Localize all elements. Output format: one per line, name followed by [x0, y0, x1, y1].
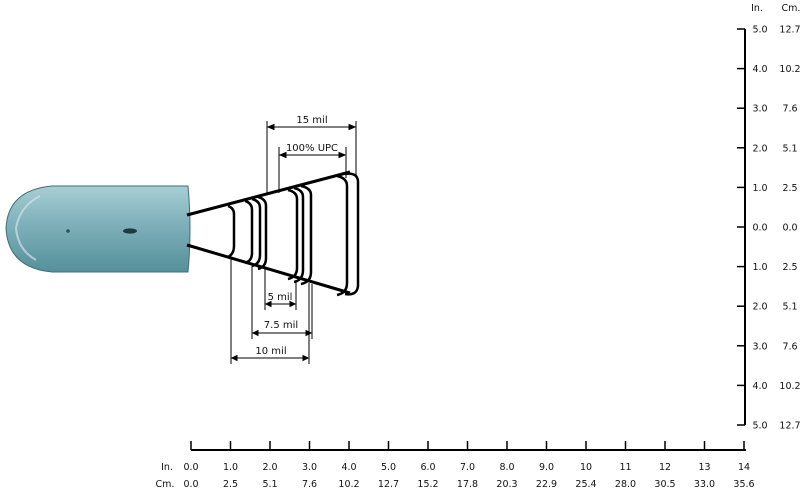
- dimension-100-upc: [278, 147, 347, 193]
- zone-curve-6: [293, 186, 305, 284]
- vertical-tick-label-in: 2.0: [752, 143, 767, 154]
- zone-curve-4: [257, 195, 268, 271]
- horizontal-tick-label-cm: 22.9: [536, 479, 557, 490]
- zone-curve-7: [300, 184, 313, 286]
- vertical-tick-label-in: 0.0: [752, 223, 767, 234]
- zone-curve-9: [344, 172, 360, 296]
- horizontal-tick-label-cm: 7.6: [302, 479, 317, 490]
- vertical-tick-label-in: 2.0: [752, 302, 767, 313]
- beam-lower-edge: [186, 243, 351, 295]
- vertical-tick-label-cm: 5.1: [782, 302, 797, 313]
- scanner-device-image: [5, 185, 191, 273]
- vertical-tick-label-cm: 12.7: [779, 421, 800, 432]
- horizontal-tick-label-in: 5.0: [381, 462, 396, 473]
- vertical-tick-label-in: 3.0: [752, 341, 767, 352]
- vertical-axis-cm-header: Cm.: [782, 3, 801, 14]
- horizontal-tick-label-in: 4.0: [341, 462, 356, 473]
- dimension-5-mil: [264, 268, 297, 310]
- vertical-tick-label-in: 5.0: [752, 421, 767, 432]
- vertical-tick-label-in: 4.0: [752, 381, 767, 392]
- label-7-5-mil: 7.5 mil: [264, 320, 298, 331]
- horizontal-axis-in-header: In.: [161, 462, 173, 473]
- horizontal-tick-label-in: 1.0: [223, 462, 238, 473]
- vertical-tick-label-cm: 12.7: [779, 25, 800, 36]
- horizontal-tick-label-cm: 28.0: [615, 479, 636, 490]
- horizontal-tick-label-cm: 25.4: [575, 479, 596, 490]
- vertical-tick-label-cm: 5.1: [782, 143, 797, 154]
- horizontal-tick-label-cm: 5.1: [262, 479, 277, 490]
- zone-curve-8: [336, 174, 349, 297]
- zone-curve-2: [244, 199, 254, 265]
- vertical-tick-label-cm: 7.6: [782, 341, 797, 352]
- dimension-10-mil: [230, 258, 310, 364]
- horizontal-tick-label-cm: 12.7: [378, 479, 399, 490]
- label-100-upc: 100% UPC: [286, 143, 338, 154]
- horizontal-tick-label-cm: 2.5: [223, 479, 238, 490]
- scan-zone: [186, 170, 360, 297]
- vertical-tick-label-cm: 2.5: [782, 262, 797, 273]
- zone-curve-5: [287, 188, 299, 281]
- horizontal-tick-label-cm: 0.0: [183, 479, 198, 490]
- horizontal-tick-label-in: 13: [698, 462, 710, 473]
- vertical-tick-label-cm: 0.0: [782, 223, 797, 234]
- vertical-axis-in-header: In.: [751, 3, 763, 14]
- horizontal-tick-label-cm: 17.8: [457, 479, 478, 490]
- horizontal-tick-label-in: 14: [738, 462, 750, 473]
- horizontal-tick-label-in: 0.0: [183, 462, 198, 473]
- vertical-tick-label-in: 4.0: [752, 64, 767, 75]
- horizontal-tick-label-cm: 10.2: [338, 479, 359, 490]
- horizontal-tick-label-in: 6.0: [420, 462, 435, 473]
- horizontal-tick-label-cm: 20.3: [496, 479, 517, 490]
- horizontal-tick-label-in: 10: [580, 462, 592, 473]
- zone-curve-1: [227, 204, 236, 259]
- horizontal-axis-cm-header: Cm.: [156, 479, 175, 490]
- dimension-15-mil: [266, 121, 357, 195]
- horizontal-tick-label-cm: 33.0: [694, 479, 715, 490]
- vertical-axis: In. Cm. 5.0 12.7 4.0 10.2 3.0 7.6 2.0 5.1 1.0 2.5…: [737, 3, 801, 432]
- horizontal-tick-label-in: 3.0: [302, 462, 317, 473]
- horizontal-tick-label-in: 12: [659, 462, 671, 473]
- horizontal-tick-label-cm: 15.2: [417, 479, 438, 490]
- horizontal-tick-label-in: 7.0: [460, 462, 475, 473]
- vertical-tick-label-in: 3.0: [752, 104, 767, 115]
- beam-upper-edge: [186, 170, 351, 217]
- horizontal-tick-label-in: 8.0: [499, 462, 514, 473]
- horizontal-tick-label-in: 9.0: [539, 462, 554, 473]
- zone-curve-3: [251, 197, 262, 268]
- label-10-mil: 10 mil: [255, 346, 286, 357]
- horizontal-tick-label-in: 11: [619, 462, 631, 473]
- label-15-mil: 15 mil: [296, 115, 327, 126]
- vertical-tick-label-cm: 2.5: [782, 183, 797, 194]
- vertical-tick-label-in: 5.0: [752, 25, 767, 36]
- vertical-tick-label-in: 1.0: [752, 262, 767, 273]
- vertical-tick-label-cm: 10.2: [779, 381, 800, 392]
- horizontal-tick-label-in: 2.0: [262, 462, 277, 473]
- horizontal-tick-label-cm: 30.5: [654, 479, 675, 490]
- label-5-mil: 5 mil: [268, 292, 293, 303]
- vertical-tick-label-cm: 7.6: [782, 104, 797, 115]
- horizontal-tick-label-cm: 35.6: [733, 479, 754, 490]
- vertical-tick-label-cm: 10.2: [779, 64, 800, 75]
- horizontal-axis: In. Cm. 0.0 0.0 1.0 2.5 2.0 5.1 3.0 7.6 4.0 10.2 5…: [156, 441, 755, 490]
- vertical-tick-label-in: 1.0: [752, 183, 767, 194]
